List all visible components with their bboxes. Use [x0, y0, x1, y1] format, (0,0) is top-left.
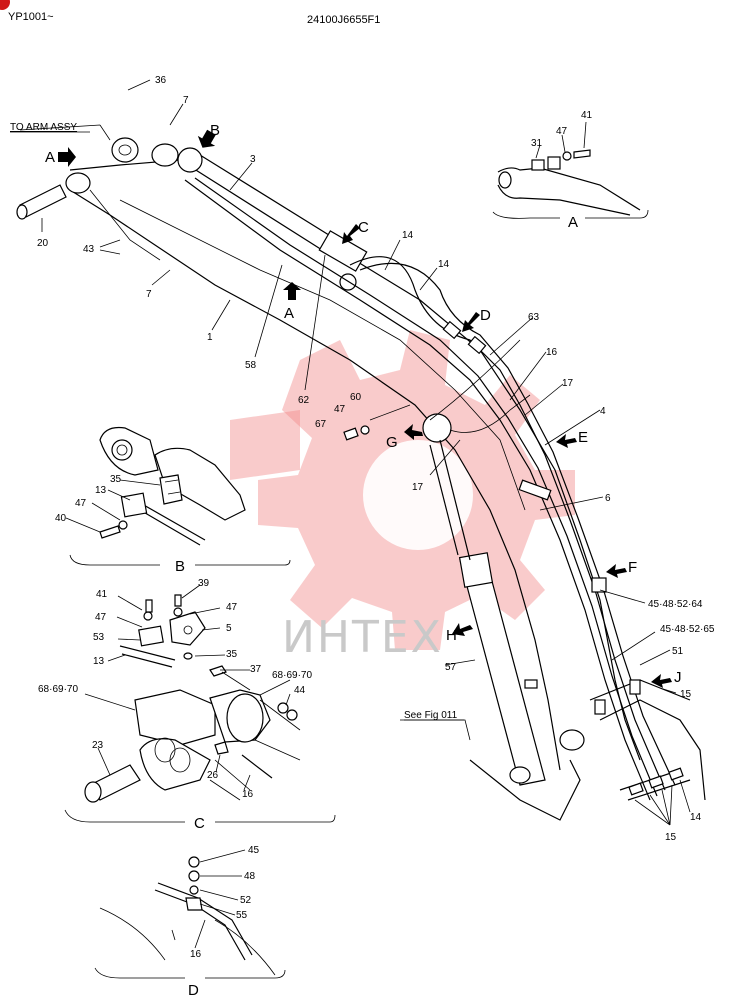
view-c-callout-39: 39 [198, 578, 210, 589]
view-d: 45 48 52 55 16 D [94, 845, 286, 999]
view-b-callout-40: 40 [55, 513, 67, 524]
view-c-callout-13: 13 [93, 656, 105, 667]
view-c-callout-26: 26 [207, 770, 219, 781]
callout-51: 51 [672, 646, 684, 657]
callout-14c: 14 [690, 812, 702, 823]
main-callouts: 36 7 3 20 43 7 1 58 62 14 14 63 16 17 4 … [37, 75, 715, 843]
view-c-callout-35: 35 [226, 649, 238, 660]
callout-14a: 14 [402, 230, 414, 241]
callout-15b: 15 [665, 832, 677, 843]
to-arm-assy-note: TO ARM ASSY [10, 122, 77, 133]
callout-43: 43 [83, 244, 95, 255]
view-c-callout-47a: 47 [95, 612, 107, 623]
drawing-number: 24100J6655F1 [307, 14, 380, 26]
callout-17b: 17 [412, 482, 424, 493]
arrow-markers [58, 129, 672, 688]
callout-58: 58 [245, 360, 257, 371]
boom-assembly [16, 137, 706, 821]
arrow-letter-B: B [210, 122, 220, 139]
callout-16: 16 [546, 347, 558, 358]
arrow-letter-D: D [480, 307, 491, 324]
callout-17: 17 [562, 378, 574, 389]
view-d-title: D [188, 982, 199, 999]
callout-60: 60 [350, 392, 362, 403]
corner-mark [0, 0, 10, 10]
view-c-callout-53: 53 [93, 632, 105, 643]
callout-20: 20 [37, 238, 49, 249]
arrow-letter-H: H [446, 627, 457, 644]
callout-45-48-52-65: 45·48·52·65 [660, 624, 715, 635]
view-b-title: B [175, 558, 185, 575]
leader-lines [19, 79, 691, 826]
callout-7b: 7 [146, 289, 152, 300]
callout-62: 62 [298, 395, 310, 406]
view-c-title: C [194, 815, 205, 832]
see-fig-note: See Fig 011 [404, 710, 458, 721]
view-c-callout-68-69-70b: 68·69·70 [38, 684, 78, 695]
callout-1: 1 [207, 332, 213, 343]
view-a-callout-47: 47 [556, 126, 568, 137]
view-c-callout-41: 41 [96, 589, 108, 600]
arrow-letter-C: C [358, 219, 369, 236]
arrow-letter-F: F [628, 559, 637, 576]
view-c-callout-47b: 47 [226, 602, 238, 613]
view-b: 35 13 47 40 B [55, 426, 291, 575]
callout-67: 67 [315, 419, 327, 430]
watermark-text: ИНТЕХ [282, 612, 443, 663]
view-d-callout-45: 45 [248, 845, 260, 856]
arrow-letter-A: A [45, 149, 55, 166]
callout-4: 4 [600, 406, 606, 417]
view-d-callout-52: 52 [240, 895, 252, 906]
view-d-callout-55: 55 [236, 910, 248, 921]
view-a-callout-31: 31 [531, 138, 543, 149]
callout-7: 7 [183, 95, 189, 106]
view-c-callout-23: 23 [92, 740, 104, 751]
view-d-callout-48: 48 [244, 871, 256, 882]
view-c-callout-37: 37 [250, 664, 262, 675]
callout-63: 63 [528, 312, 540, 323]
view-b-callout-35: 35 [110, 474, 122, 485]
view-c-callout-5: 5 [226, 623, 232, 634]
view-b-callout-47: 47 [75, 498, 87, 509]
view-c-callout-68-69-70a: 68·69·70 [272, 670, 312, 681]
arrow-letter-J: J [674, 669, 682, 686]
callout-45-48-52-64: 45·48·52·64 [648, 599, 703, 610]
callout-57: 57 [445, 662, 457, 673]
callout-36: 36 [155, 75, 167, 86]
view-b-callout-13: 13 [95, 485, 107, 496]
callout-15a: 15 [680, 689, 692, 700]
arrow-letter-G: G [386, 434, 398, 451]
view-a: 31 47 41 A [492, 110, 649, 231]
view-a-title: A [568, 214, 578, 231]
watermark-logo [230, 330, 575, 650]
view-c: 41 39 47 47 5 53 13 35 37 68·69·70 68·69… [38, 578, 336, 832]
view-c-callout-16: 16 [242, 789, 254, 800]
callout-47: 47 [334, 404, 346, 415]
arrow-letter-A2: A [284, 305, 294, 322]
view-c-callout-44: 44 [294, 685, 306, 696]
callout-3: 3 [250, 154, 256, 165]
arrow-letters: A B C A D E G F H J [45, 122, 682, 686]
callout-6: 6 [605, 493, 611, 504]
arrow-letter-E: E [578, 429, 588, 446]
view-d-callout-16: 16 [190, 949, 202, 960]
model-code: YP1001~ [8, 11, 54, 23]
view-a-callout-41: 41 [581, 110, 593, 121]
callout-14b: 14 [438, 259, 450, 270]
